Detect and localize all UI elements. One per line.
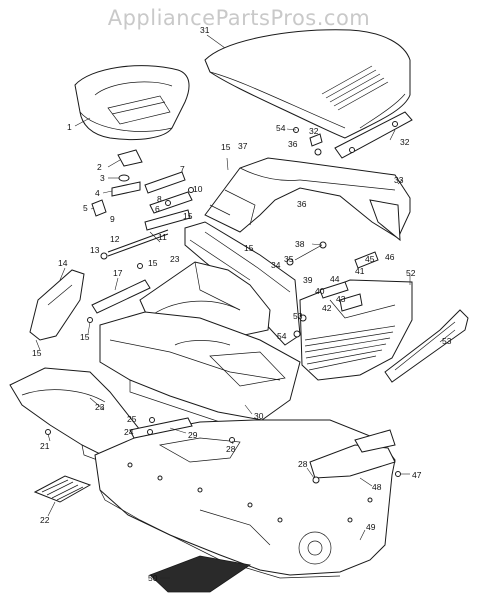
callout-37: 37 — [238, 141, 248, 151]
dash-panel-part — [204, 157, 411, 242]
callout-1: 1 — [67, 122, 72, 132]
callout-7: 7 — [180, 164, 185, 174]
callout-17: 17 — [113, 268, 123, 278]
callout-15e: 15 — [32, 348, 42, 358]
callout-9: 9 — [110, 214, 115, 224]
grille-part — [299, 279, 413, 381]
callout-36b: 36 — [297, 199, 307, 209]
callout-8: 8 — [157, 194, 162, 204]
callout-28b: 28 — [298, 459, 308, 469]
callout-11: 11 — [158, 232, 167, 242]
callout-29: 29 — [188, 430, 198, 440]
callout-13: 13 — [90, 245, 100, 255]
callout-15c: 15 — [244, 243, 254, 253]
callout-28a: 28 — [226, 444, 236, 454]
callout-labels: 31 1 54 32 36 32 15 37 2 3 7 10 33 4 5 6… — [32, 25, 452, 583]
callout-44: 44 — [330, 274, 340, 284]
callout-47: 47 — [412, 470, 422, 480]
callout-52: 52 — [406, 268, 416, 278]
hood-bracket-part — [293, 111, 413, 159]
callout-54b: 54 — [277, 331, 287, 341]
callout-33: 33 — [394, 175, 404, 185]
callout-2: 2 — [97, 162, 102, 172]
callout-10: 10 — [193, 184, 203, 194]
bumper-part — [384, 309, 469, 383]
callout-15b: 15 — [183, 211, 193, 221]
callout-23a: 23 — [170, 254, 180, 264]
callout-21: 21 — [40, 441, 50, 451]
leader-lines — [35, 34, 456, 579]
callout-34: 34 — [271, 260, 281, 270]
hood-part — [204, 29, 411, 139]
callout-50: 50 — [148, 573, 158, 583]
callout-46: 46 — [385, 252, 395, 262]
callout-23b: 23 — [95, 402, 105, 412]
callout-42: 42 — [322, 303, 332, 313]
callout-32a: 32 — [309, 126, 319, 136]
callout-4: 4 — [95, 188, 100, 198]
callout-41: 41 — [355, 266, 365, 276]
callout-54: 54 — [276, 123, 286, 133]
callout-15a: 15 — [221, 142, 231, 152]
callout-53a: 53 — [293, 311, 303, 321]
mat-part — [149, 555, 252, 593]
side-bracket-parts — [29, 263, 151, 341]
grille-hardware-parts — [286, 241, 379, 338]
callout-5: 5 — [83, 203, 88, 213]
frame-part — [94, 419, 396, 579]
watermark-text: AppliancePartsPros.com — [107, 6, 371, 30]
callout-38: 38 — [295, 239, 305, 249]
callout-53b: 53 — [442, 336, 452, 346]
callout-49: 49 — [366, 522, 376, 532]
callout-31: 31 — [200, 25, 210, 35]
callout-43: 43 — [336, 294, 346, 304]
seat-bracket-parts — [91, 149, 194, 260]
callout-40: 40 — [315, 286, 325, 296]
callout-35: 35 — [284, 254, 294, 264]
callout-14: 14 — [58, 258, 68, 268]
callout-12: 12 — [110, 234, 120, 244]
callout-36a: 36 — [288, 139, 298, 149]
frame-brackets-parts — [45, 417, 401, 484]
callout-32b: 32 — [400, 137, 410, 147]
callout-3: 3 — [100, 173, 105, 183]
callout-6: 6 — [155, 204, 160, 214]
footplate-part — [33, 475, 92, 503]
callout-22: 22 — [40, 515, 50, 525]
callout-24: 24 — [124, 427, 134, 437]
callout-48: 48 — [372, 482, 382, 492]
callout-25: 25 — [127, 414, 137, 424]
seat-part — [74, 65, 190, 141]
callout-30: 30 — [254, 411, 264, 421]
body-tub-part — [99, 311, 301, 423]
callout-45: 45 — [365, 254, 375, 264]
callout-15d: 15 — [148, 258, 158, 268]
callout-15f: 15 — [80, 332, 90, 342]
callout-39: 39 — [303, 275, 313, 285]
